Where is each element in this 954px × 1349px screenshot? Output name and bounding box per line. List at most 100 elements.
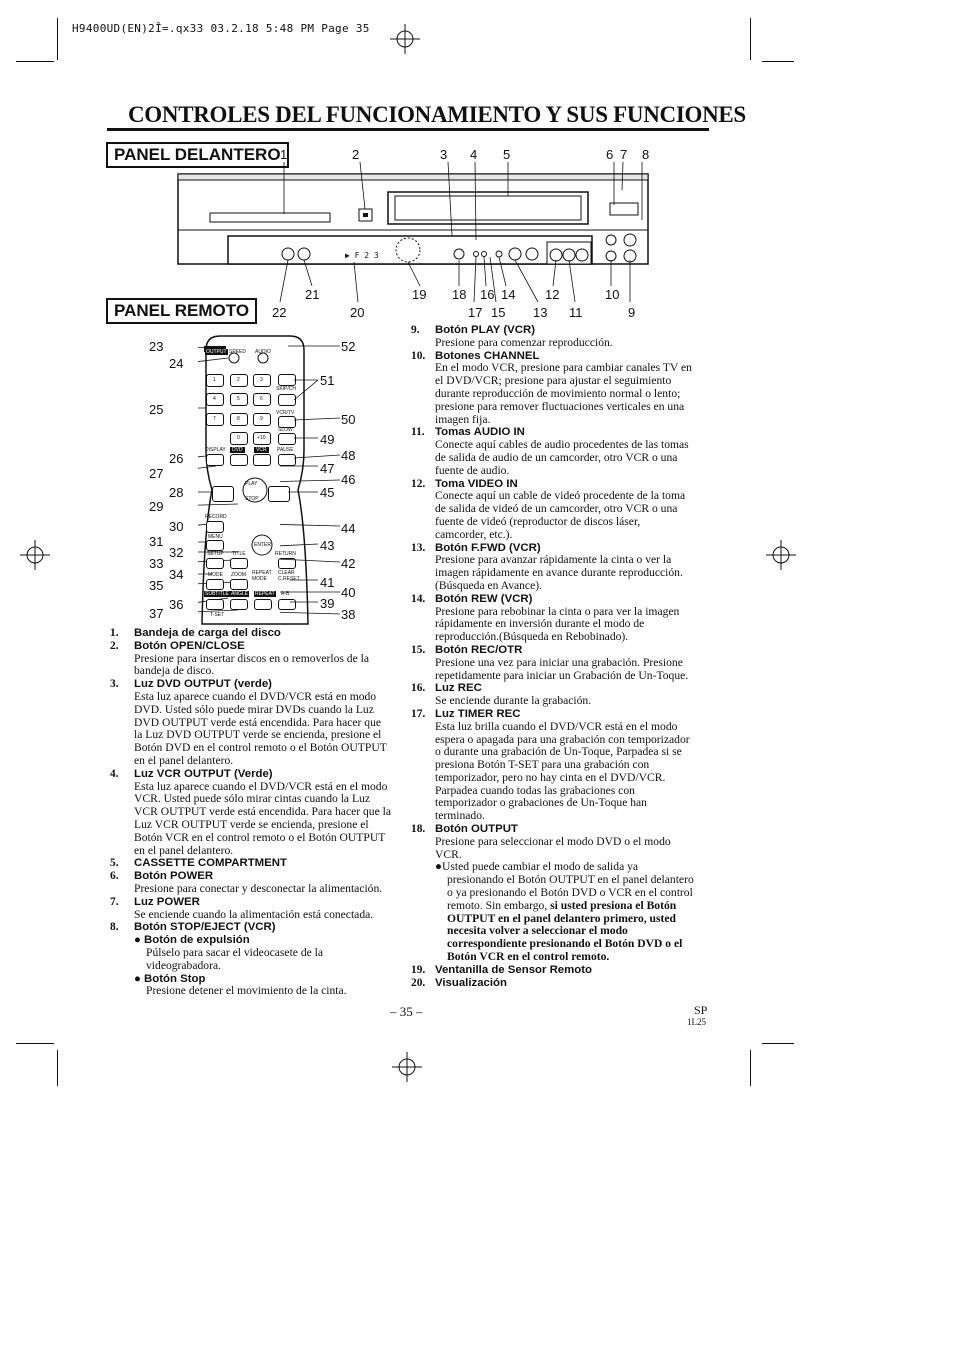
callout-38: 38 <box>341 607 356 622</box>
remote-dvd <box>230 454 248 466</box>
remote-menu-label: MENU <box>208 534 223 540</box>
front-panel-illustration: ▶ F 2 3 <box>177 161 649 303</box>
callout-28: 28 <box>169 485 184 500</box>
remote-ffwd <box>268 486 290 502</box>
remote-vcrtv <box>278 416 296 428</box>
remote-zoom <box>230 579 248 590</box>
callout-48: 48 <box>341 448 356 463</box>
list-item: 7.Luz POWER Se enciende cuando la alimen… <box>110 895 374 921</box>
callout-35: 35 <box>149 578 164 593</box>
callout-31: 31 <box>149 534 164 549</box>
remote-key-1: 1 <box>206 374 224 387</box>
list-item: 14.Botón REW (VCR) Presione para rebobin… <box>411 592 680 644</box>
remote-mode-label: MODE <box>208 572 223 578</box>
crop-mark <box>762 61 794 62</box>
remote-skip-label: SKIP/CH <box>276 386 297 392</box>
callout-43: 43 <box>320 538 335 553</box>
callout-4: 4 <box>470 147 478 162</box>
callout-47: 47 <box>320 461 335 476</box>
callout-11: 11 <box>569 305 583 320</box>
callout-2: 2 <box>352 147 360 162</box>
callout-18: 18 <box>452 287 467 302</box>
remote-key-6: 6 <box>253 393 271 406</box>
callout-29: 29 <box>149 499 164 514</box>
registration-mark <box>392 1052 422 1082</box>
remote-illustration <box>198 335 309 625</box>
file-header: H9400UD(EN)2Î=.qx33 03.2.18 5:48 PM Page… <box>72 22 370 35</box>
remote-vcrtv-label: VCR/TV <box>276 410 295 416</box>
page-number: – 35 – <box>390 1004 423 1019</box>
remote-title-label: TITLE <box>232 551 246 557</box>
remote-return-label: RETURN <box>275 551 296 557</box>
callout-33: 33 <box>149 556 164 571</box>
callout-24: 24 <box>169 356 184 371</box>
remote-key-4: 4 <box>206 393 224 406</box>
callout-25: 25 <box>149 402 164 417</box>
remote-key-5: 5 <box>230 393 248 406</box>
callout-20: 20 <box>350 305 365 320</box>
callout-46: 46 <box>341 472 356 487</box>
remote-key-0: 0 <box>230 432 248 445</box>
remote-zoom-label: ZOOM <box>231 572 246 578</box>
remote-enter-label: ENTER <box>254 542 271 548</box>
list-item: 1.Bandeja de carga del disco <box>110 627 281 639</box>
remote-mode <box>206 579 224 590</box>
section-front-panel: PANEL DELANTERO <box>106 142 289 168</box>
list-item: 13.Botón F.FWD (VCR) Presione para avanz… <box>411 541 683 592</box>
language-tag: SP <box>694 1003 708 1017</box>
remote-title <box>230 558 248 569</box>
crop-mark <box>16 1043 54 1044</box>
remote-key-2: 2 <box>230 374 248 387</box>
callout-49: 49 <box>320 432 335 447</box>
remote-repeat <box>254 599 272 610</box>
remote-pause <box>278 454 296 466</box>
callout-23: 23 <box>149 339 164 354</box>
callout-15: 15 <box>491 305 506 320</box>
remote-vcr <box>253 454 271 466</box>
callout-9: 9 <box>628 305 636 320</box>
crop-mark <box>762 1043 794 1044</box>
callout-37: 37 <box>149 606 164 621</box>
remote-speed-label: SPEED <box>229 349 246 355</box>
remote-return <box>278 558 296 569</box>
page-title: CONTROLES DEL FUNCIONAMIENTO Y SUS FUNCI… <box>128 102 746 127</box>
callout-52: 52 <box>341 339 356 354</box>
list-item: 12.Toma VIDEO IN Conecte aquí un cable d… <box>411 477 686 541</box>
remote-skip-down <box>278 394 296 406</box>
remote-audio-label: AUDIO <box>255 349 271 355</box>
remote-angle <box>230 599 248 610</box>
list-item: 8.Botón STOP/EJECT (VCR) ● Botón de expu… <box>110 921 347 998</box>
remote-record-label: RECORD <box>205 514 227 520</box>
crop-mark <box>57 1050 58 1086</box>
remote-clear-label: CLEAR C.RESET <box>278 570 300 582</box>
remote-leader-lines-right <box>280 345 341 615</box>
list-item: 20.Visualización <box>411 976 507 989</box>
remote-repeat-label: REPEAT <box>254 591 276 597</box>
callout-27: 27 <box>149 466 164 481</box>
callout-22: 22 <box>272 305 287 320</box>
list-item: 17.Luz TIMER REC Esta luz brilla cuando … <box>411 707 690 823</box>
remote-key-7: 7 <box>206 413 224 426</box>
registration-mark <box>20 540 50 570</box>
callout-40: 40 <box>341 585 356 600</box>
crop-mark <box>750 1050 751 1086</box>
remote-subtitle <box>206 599 224 610</box>
remote-slow-label: SLOW <box>278 427 293 433</box>
callout-10: 10 <box>605 287 620 302</box>
list-item: 4.Luz VCR OUTPUT (Verde) Esta luz aparec… <box>110 767 392 857</box>
callout-19: 19 <box>412 287 427 302</box>
list-item: 5.CASSETTE COMPARTMENT <box>110 857 287 870</box>
remote-stop-label: STOP <box>245 496 259 502</box>
remote-tset-label: T-SET <box>210 612 225 618</box>
remote-pause-label: PAUSE <box>277 447 294 453</box>
callout-3: 3 <box>440 147 448 162</box>
registration-mark <box>766 540 796 570</box>
callout-12: 12 <box>545 287 560 302</box>
remote-setup-label: SETUP <box>207 551 224 557</box>
callout-21: 21 <box>305 287 320 302</box>
svg-text:▶ F 2 3: ▶ F 2 3 <box>345 251 379 260</box>
remote-key-9: 9 <box>253 413 271 426</box>
callout-39: 39 <box>320 596 335 611</box>
callout-41: 41 <box>320 575 335 590</box>
remote-output-label: OUTPUT <box>205 349 228 355</box>
